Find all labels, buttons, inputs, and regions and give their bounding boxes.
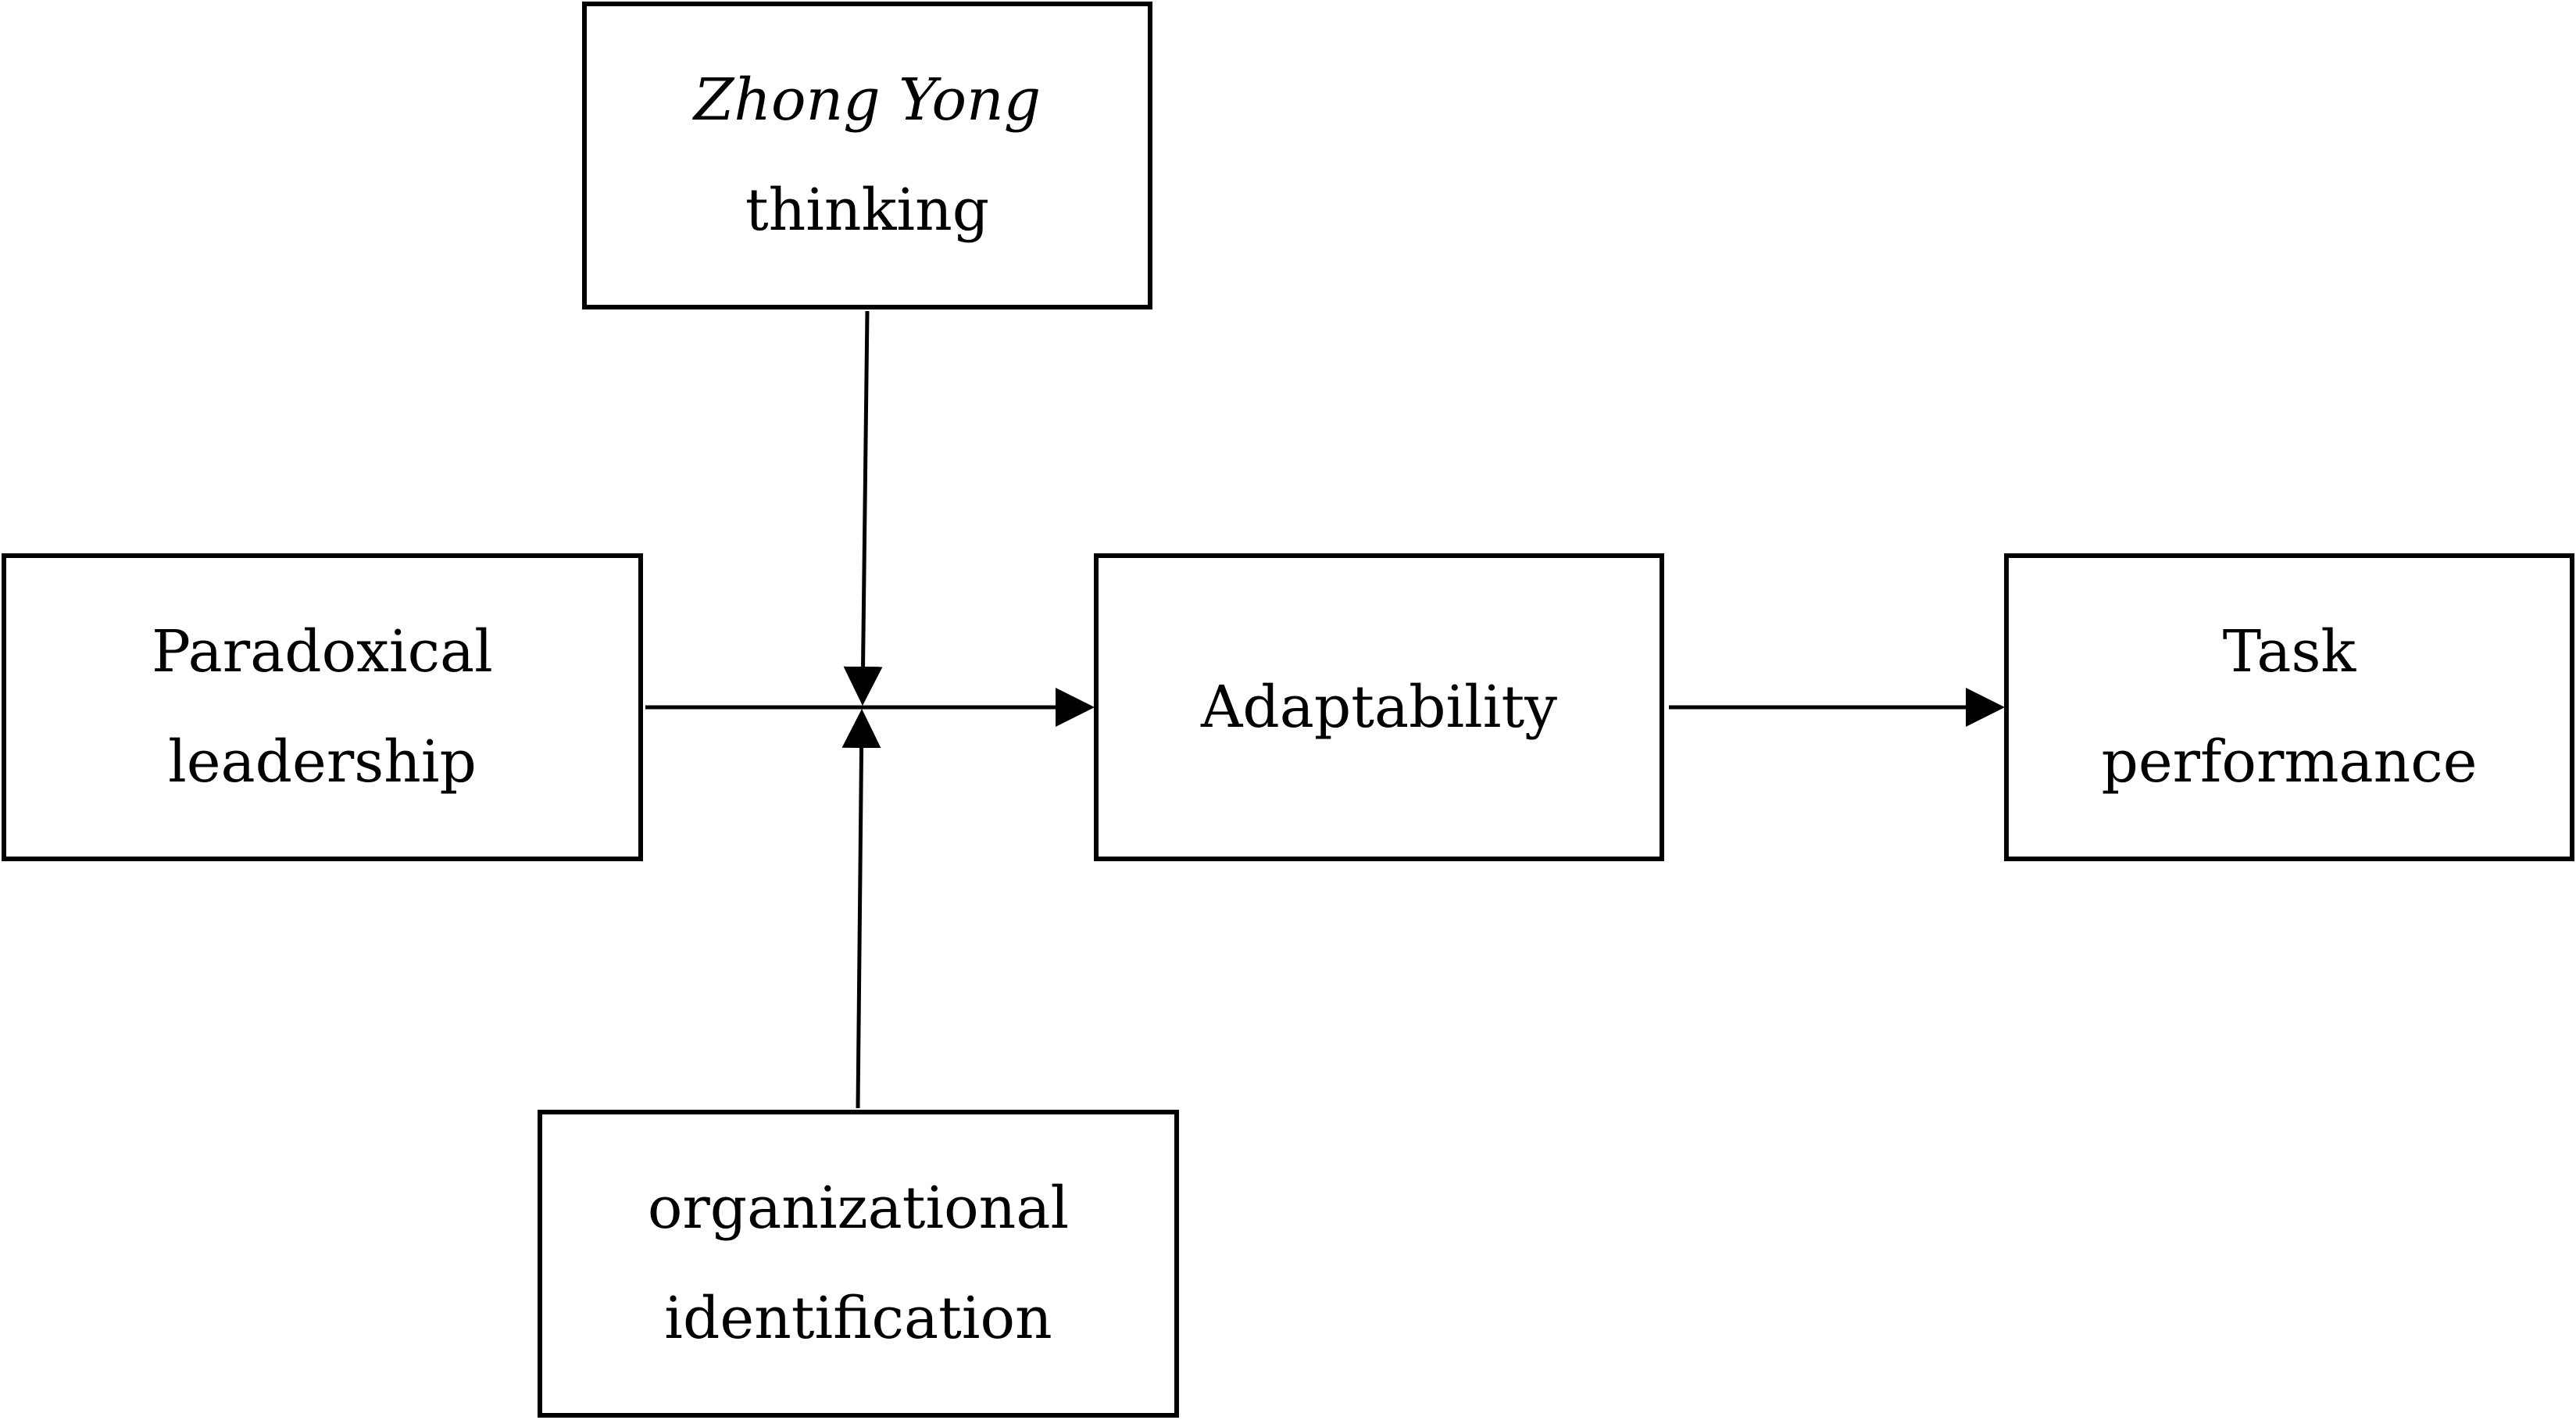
paradoxical-label: Paradoxical (152, 618, 493, 686)
leadership-label: leadership (168, 728, 477, 796)
edge-org-moderator (841, 709, 881, 1109)
zhong-yong-label: Zhong Yong (693, 66, 1041, 134)
thinking-label: thinking (745, 177, 990, 244)
adaptability-label: Adaptability (1200, 673, 1558, 741)
organizational-label: organizational (647, 1175, 1070, 1243)
identification-label: identification (664, 1285, 1052, 1352)
edge-zhongyong-moderator (843, 310, 883, 706)
task-label: Task (2222, 618, 2356, 686)
zhong-yong-thinking-box: Zhong Yong thinking (582, 2, 1152, 309)
performance-label: performance (2101, 728, 2478, 796)
task-performance-box: Task performance (2004, 553, 2574, 861)
organizational-identification-box: organizational identification (538, 1110, 1179, 1418)
adaptability-box: Adaptability (1094, 553, 1664, 861)
paradoxical-leadership-box: Paradoxical leadership (2, 553, 643, 861)
